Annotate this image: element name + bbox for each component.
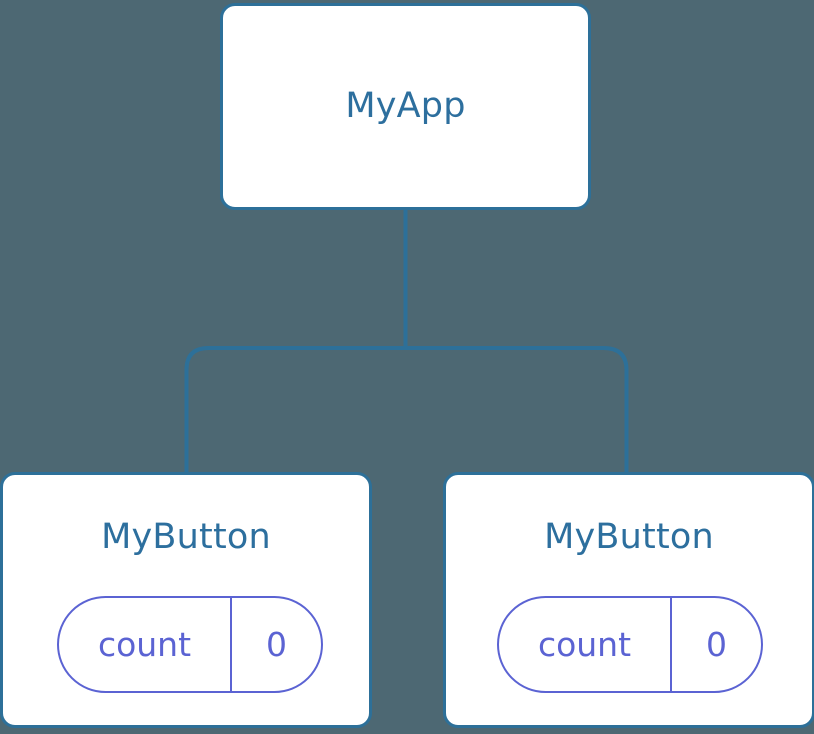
node-title: MyApp	[345, 86, 466, 126]
property-pill[interactable]: count 0	[57, 596, 323, 693]
edge-root-to-children	[184, 346, 629, 474]
property-key-cell: count	[59, 598, 232, 691]
property-value-cell: 0	[672, 598, 761, 691]
node-title: MyButton	[544, 517, 714, 557]
node-mybutton-right[interactable]: MyButton count 0	[443, 472, 814, 728]
property-pill[interactable]: count 0	[497, 596, 763, 693]
property-key-label: count	[537, 625, 632, 664]
node-myapp[interactable]: MyApp	[220, 3, 591, 210]
property-value-label: 0	[266, 625, 287, 664]
property-key-label: count	[97, 625, 192, 664]
node-mybutton-left[interactable]: MyButton count 0	[0, 472, 372, 728]
property-key-cell: count	[499, 598, 672, 691]
property-value-cell: 0	[232, 598, 321, 691]
property-value-label: 0	[706, 625, 727, 664]
node-title: MyButton	[101, 517, 271, 557]
